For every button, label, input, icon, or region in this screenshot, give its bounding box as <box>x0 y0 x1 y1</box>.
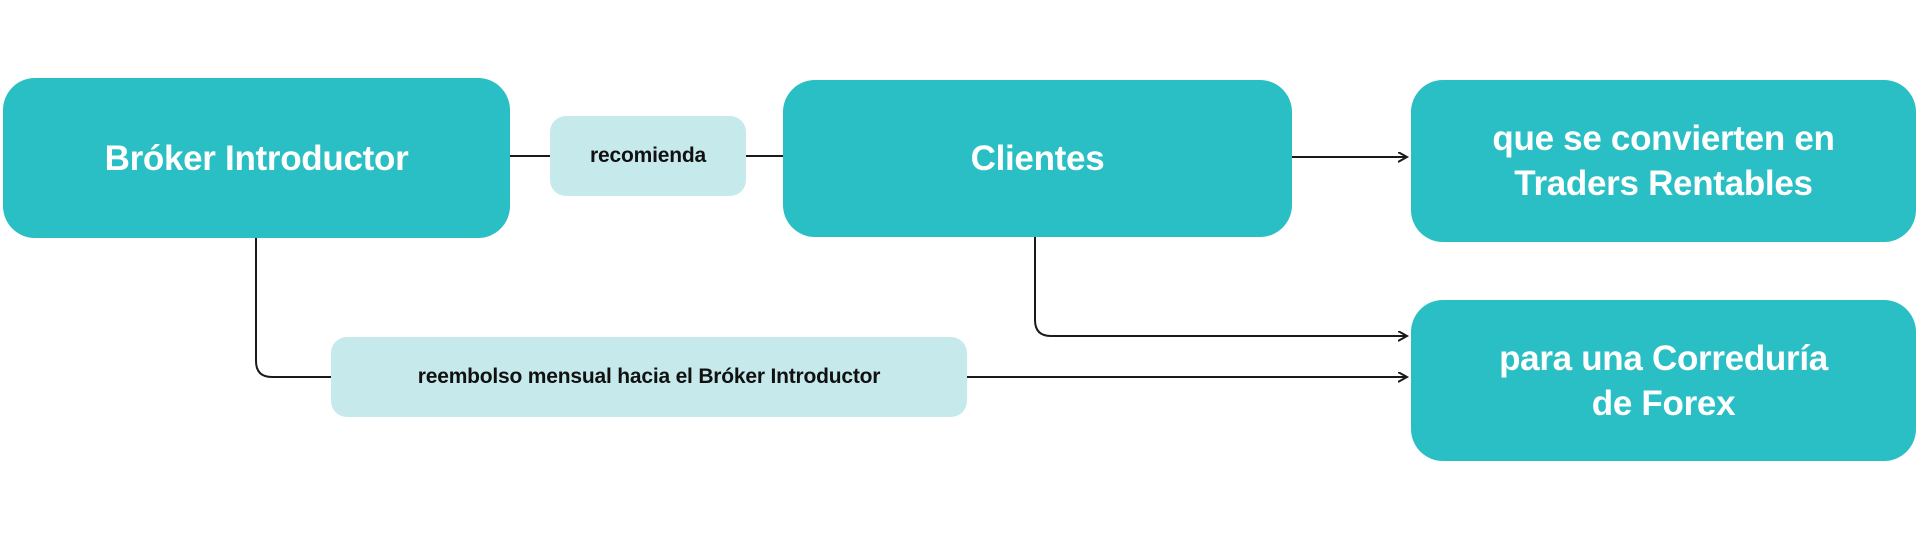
node-broker-introductor-label: Bróker Introductor <box>104 138 409 178</box>
node-correduria-forex-label: para una Correduría de Forex <box>1499 338 1828 423</box>
node-broker-introductor: Bróker Introductor <box>3 78 510 238</box>
node-clientes: Clientes <box>783 80 1292 237</box>
node-clientes-label: Clientes <box>970 139 1105 178</box>
edge-label-recomienda-text: recomienda <box>590 144 706 167</box>
edge-label-reembolso-mensual: reembolso mensual hacia el Bróker Introd… <box>331 337 967 417</box>
node-correduria-forex: para una Correduría de Forex <box>1411 300 1916 461</box>
node-traders-rentables-label: que se convierten en Traders Rentables <box>1492 119 1835 203</box>
connector-clientes-to-correduria <box>1034 237 1407 336</box>
edge-label-recomienda: recomienda <box>550 116 746 196</box>
edge-label-reembolso-mensual-text: reembolso mensual hacia el Bróker Introd… <box>417 365 881 388</box>
connector-broker-to-reembolso <box>255 238 331 378</box>
node-traders-rentables: que se convierten en Traders Rentables <box>1411 80 1916 242</box>
